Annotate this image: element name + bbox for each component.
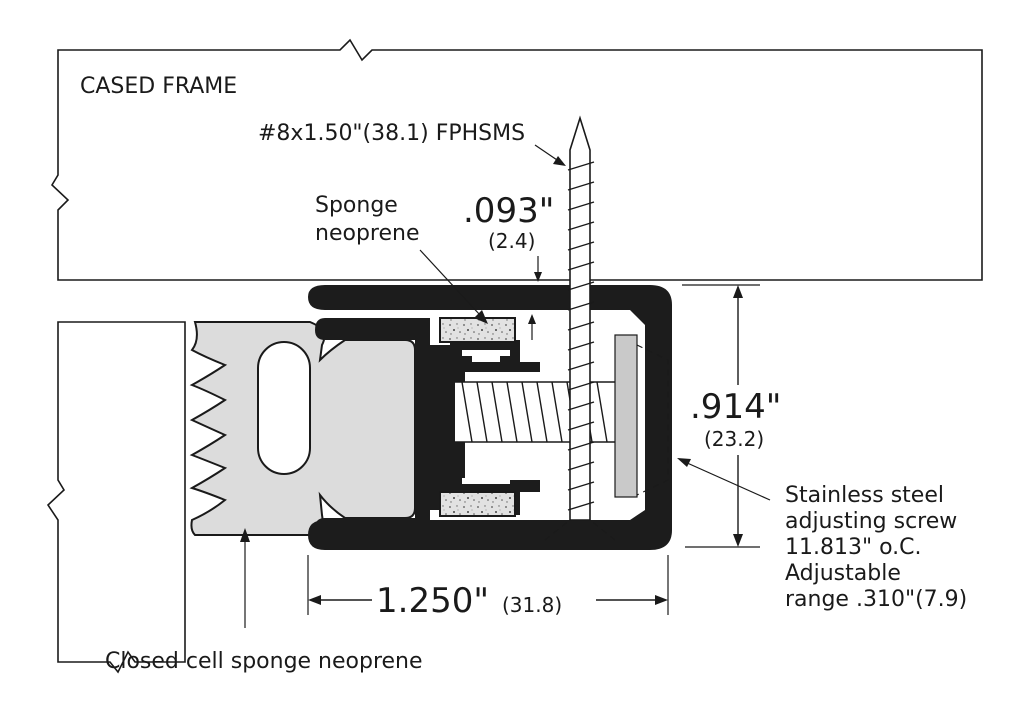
width-arrow-left bbox=[308, 595, 321, 605]
sponge-pad-top bbox=[439, 317, 516, 343]
fphsms-screw bbox=[544, 115, 616, 541]
adjusting-screw-line5: range .310"(7.9) bbox=[785, 587, 967, 612]
adjusting-screw-line2: adjusting screw bbox=[785, 509, 957, 534]
sponge-leader bbox=[419, 249, 481, 316]
height-dimension-in: .914" bbox=[690, 387, 781, 427]
adjusting-screw-line1: Stainless steel bbox=[785, 483, 944, 508]
screw-spec-arrowhead bbox=[553, 156, 566, 166]
screw-spec-label: #8x1.50"(38.1) FPHSMS bbox=[258, 121, 525, 146]
adjusting-screw-leader bbox=[684, 461, 771, 501]
width-dimension-mm: (31.8) bbox=[502, 593, 562, 617]
adjusting-screw-line4: Adjustable bbox=[785, 561, 901, 586]
closed-cell-label: Closed cell sponge neoprene bbox=[105, 649, 423, 674]
sponge-pad-bottom bbox=[439, 491, 516, 517]
sponge-label-line2: neoprene bbox=[315, 221, 419, 246]
width-dimension-in: 1.250" bbox=[376, 581, 489, 621]
gap-arrow-top bbox=[534, 272, 542, 282]
sponge-label-line1: Sponge bbox=[315, 193, 398, 218]
screw-spec-leader bbox=[534, 144, 561, 163]
gap-arrow-bottom bbox=[528, 314, 536, 324]
adjusting-screw-head bbox=[614, 334, 638, 498]
gap-dimension-in: .093" bbox=[463, 191, 554, 231]
closed-cell-arrowhead bbox=[240, 528, 250, 542]
adjusting-screw-line3: 11.813" o.C. bbox=[785, 535, 922, 560]
cased-frame-outline bbox=[50, 38, 983, 281]
channel-slot-bottom bbox=[462, 472, 510, 484]
cased-frame-label: CASED FRAME bbox=[80, 74, 237, 99]
adjusting-screw-arrowhead bbox=[677, 458, 691, 467]
height-dimension-mm: (23.2) bbox=[704, 427, 764, 451]
jamb-outline bbox=[46, 321, 186, 674]
gap-dimension-mm: (2.4) bbox=[488, 229, 535, 253]
gasket-slot bbox=[257, 341, 311, 475]
height-arrow-bottom bbox=[733, 534, 743, 547]
width-arrow-right bbox=[655, 595, 668, 605]
height-arrow-top bbox=[733, 285, 743, 298]
channel-slot-top bbox=[462, 350, 510, 362]
sponge-arrowhead bbox=[474, 310, 488, 324]
